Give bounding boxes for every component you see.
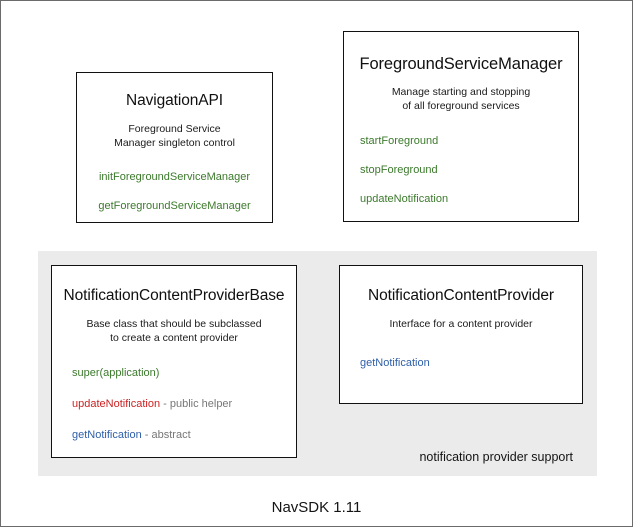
class-description-line: Base class that should be subclassed [86, 318, 262, 331]
method-note: - public helper [160, 397, 233, 410]
method-item[interactable]: getNotification - abstract [72, 428, 296, 441]
method-name: startForeground [360, 134, 439, 147]
method-note: - abstract [141, 428, 191, 441]
method-name: updateNotification [360, 192, 449, 205]
class-description-line: of all foreground services [402, 100, 520, 112]
method-item[interactable]: updateNotification [360, 192, 578, 205]
method-item[interactable]: stopForeground [360, 163, 578, 176]
method-item[interactable]: startForeground [360, 134, 578, 147]
class-description-line: Foreground Service [128, 123, 221, 136]
method-name: updateNotification [72, 397, 161, 410]
method-item[interactable]: initForegroundServiceManager [77, 170, 272, 183]
class-description-line: to create a content provider [110, 331, 238, 344]
method-name: initForegroundServiceManager [98, 170, 251, 183]
method-item[interactable]: getForegroundServiceManager [77, 199, 272, 212]
class-description-notification-content-provider-base: Base class that should be subclassed to … [52, 318, 296, 346]
class-description-line: Manager singleton control [114, 136, 235, 149]
footer-caption: NavSDK 1.11 [271, 499, 362, 516]
method-list-notification-content-provider: getNotification [340, 356, 582, 369]
class-box-notification-content-provider-base[interactable]: NotificationContentProviderBase Base cla… [51, 265, 297, 458]
method-list-foreground-service-manager: startForeground stopForeground updateNot… [344, 134, 578, 205]
method-name: getNotification [72, 428, 142, 441]
method-list-navigation-api: initForegroundServiceManager getForegrou… [77, 170, 272, 212]
class-description-line: Interface for a content provider [389, 318, 533, 331]
class-title-notification-content-provider-base: NotificationContentProviderBase [63, 287, 285, 304]
class-description-navigation-api: Foreground Service Manager singleton con… [77, 123, 272, 151]
class-description-foreground-service-manager: Manage starting and stopping of all fore… [344, 86, 578, 114]
method-name: stopForeground [360, 163, 438, 176]
class-description-line: Manage starting and stopping [391, 86, 531, 99]
method-name: getForegroundServiceManager [98, 199, 251, 212]
method-item[interactable]: super(application) [72, 366, 296, 379]
method-item[interactable]: updateNotification - public helper [72, 397, 296, 410]
class-title-navigation-api: NavigationAPI [126, 92, 223, 109]
method-list-notification-content-provider-base: super(application) updateNotification - … [52, 366, 296, 441]
class-box-notification-content-provider[interactable]: NotificationContentProvider Interface fo… [339, 265, 583, 404]
class-box-foreground-service-manager[interactable]: ForegroundServiceManager Manage starting… [343, 31, 579, 222]
method-item[interactable]: getNotification [360, 356, 582, 369]
class-title-notification-content-provider: NotificationContentProvider [368, 287, 554, 304]
class-title-foreground-service-manager: ForegroundServiceManager [359, 55, 563, 73]
method-name: getNotification [360, 356, 430, 369]
panel-label-notification-provider-support: notification provider support [419, 450, 573, 464]
class-box-navigation-api[interactable]: NavigationAPI Foreground Service Manager… [76, 72, 273, 223]
method-name: super(application) [72, 366, 160, 379]
class-description-notification-content-provider: Interface for a content provider [340, 318, 582, 332]
